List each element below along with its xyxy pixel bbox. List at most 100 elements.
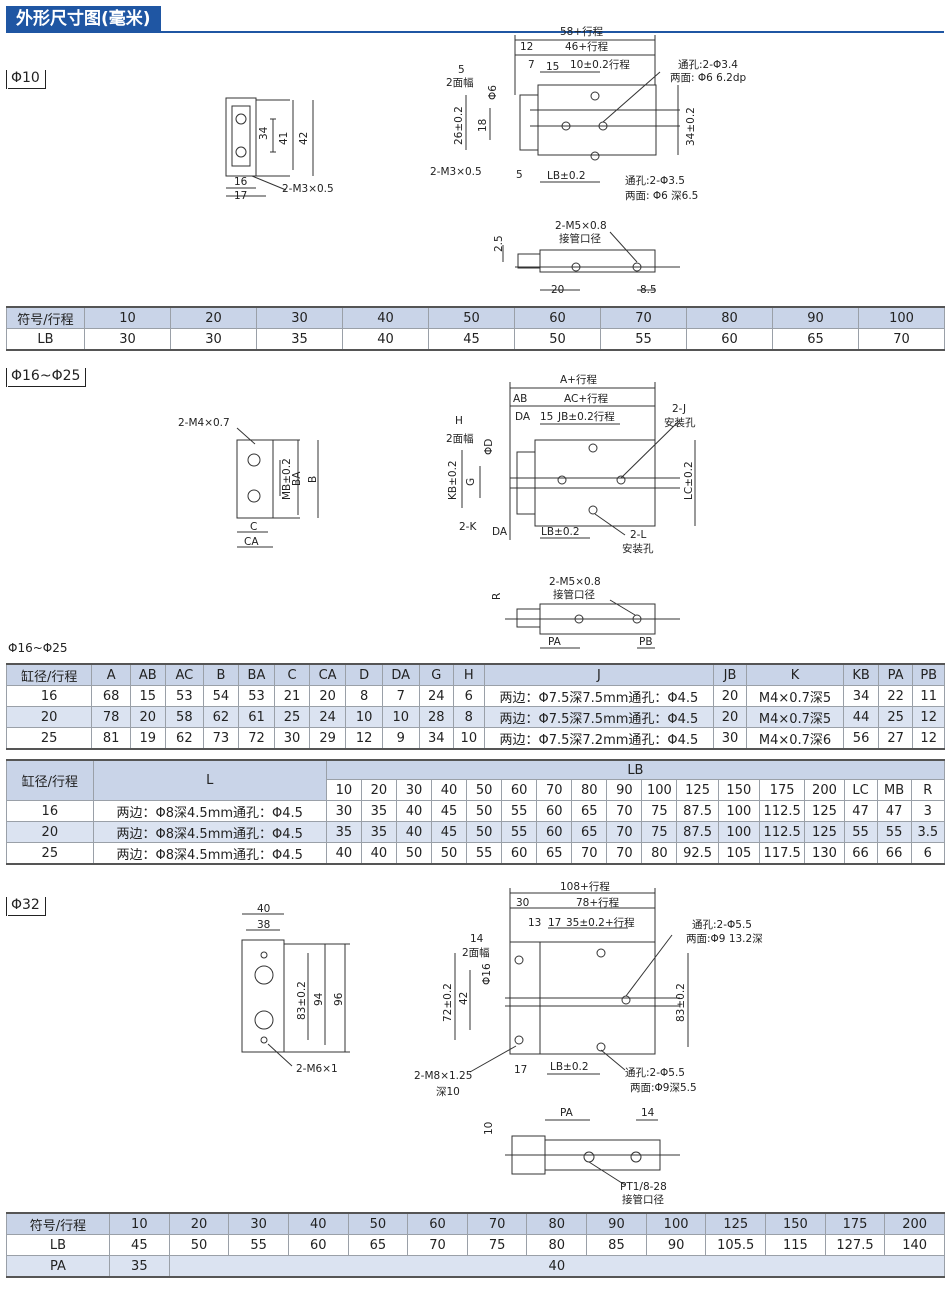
section-label-phi32: Φ32 [6, 897, 46, 916]
svg-text:接管口径: 接管口径 [559, 232, 601, 245]
svg-text:26±0.2: 26±0.2 [453, 106, 465, 145]
svg-text:BA: BA [291, 471, 303, 486]
svg-text:42: 42 [298, 132, 310, 145]
svg-text:H: H [455, 415, 463, 427]
svg-text:34: 34 [258, 126, 270, 140]
svg-text:2.5: 2.5 [493, 235, 505, 252]
svg-text:安装孔: 安装孔 [622, 542, 654, 555]
svg-text:深10: 深10 [436, 1086, 460, 1098]
svg-text:7: 7 [528, 59, 535, 71]
svg-text:14: 14 [470, 933, 484, 945]
svg-text:2-M5×0.8: 2-M5×0.8 [549, 576, 601, 588]
svg-text:2-K: 2-K [459, 521, 477, 533]
svg-text:AC+行程: AC+行程 [564, 392, 609, 405]
svg-text:16: 16 [234, 176, 248, 188]
svg-text:17: 17 [234, 190, 247, 202]
svg-text:两面:Φ9 13.2深: 两面:Φ9 13.2深 [686, 933, 763, 945]
svg-text:72±0.2: 72±0.2 [442, 983, 454, 1022]
title-underline [6, 31, 944, 33]
svg-text:Φ16: Φ16 [481, 963, 493, 985]
svg-text:10: 10 [483, 1122, 495, 1135]
svg-text:LB±0.2: LB±0.2 [541, 526, 580, 538]
svg-text:R: R [491, 593, 503, 600]
svg-text:LB±0.2: LB±0.2 [547, 170, 586, 182]
svg-text:2面幅: 2面幅 [446, 76, 474, 89]
svg-text:108+行程: 108+行程 [560, 880, 610, 893]
svg-text:两面: Φ6 深6.5: 两面: Φ6 深6.5 [625, 190, 698, 202]
svg-text:ΦD: ΦD [483, 439, 495, 455]
svg-text:LC±0.2: LC±0.2 [683, 461, 695, 500]
svg-text:两面: Φ6 6.2dp: 两面: Φ6 6.2dp [670, 72, 747, 84]
svg-text:A+行程: A+行程 [560, 373, 597, 386]
svg-text:PA: PA [560, 1107, 574, 1119]
svg-text:2-M5×0.8: 2-M5×0.8 [555, 220, 607, 232]
svg-text:安装孔: 安装孔 [664, 416, 696, 429]
svg-text:DA: DA [492, 526, 508, 538]
svg-text:CA: CA [244, 536, 259, 548]
svg-text:通孔:2-Φ3.5: 通孔:2-Φ3.5 [625, 174, 685, 187]
page-title: 外形尺寸图(毫米) [6, 6, 161, 32]
svg-text:78+行程: 78+行程 [576, 896, 620, 909]
svg-text:LB±0.2: LB±0.2 [550, 1061, 589, 1073]
svg-text:Φ6: Φ6 [487, 85, 499, 100]
svg-text:34±0.2: 34±0.2 [685, 107, 697, 146]
svg-text:接管口径: 接管口径 [553, 588, 595, 601]
svg-text:2-M3×0.5: 2-M3×0.5 [282, 183, 334, 195]
svg-text:PB: PB [639, 636, 653, 648]
svg-text:通孔:2-Φ3.4: 通孔:2-Φ3.4 [678, 58, 738, 71]
svg-text:42: 42 [458, 992, 470, 1005]
svg-text:DA: DA [515, 411, 531, 423]
svg-text:15: 15 [546, 61, 559, 73]
drawing-phi10: 34 41 42 16 17 2-M3×0.5 58+行程 12 46+行程 7 15 1… [225, 25, 747, 296]
svg-text:C: C [250, 521, 257, 533]
svg-text:接管口径: 接管口径 [622, 1193, 664, 1206]
svg-text:94: 94 [313, 992, 325, 1006]
svg-text:10±0.2行程: 10±0.2行程 [570, 58, 630, 71]
table-header-row: 缸径/行程 L LB [6, 759, 946, 801]
table-row: PA 35 40 [6, 1255, 946, 1278]
svg-text:41: 41 [278, 132, 290, 145]
svg-text:13: 13 [528, 917, 541, 929]
section-label-phi10: Φ10 [6, 70, 46, 89]
svg-text:B: B [307, 476, 319, 483]
svg-text:AB: AB [513, 393, 527, 405]
svg-text:2-M8×1.25: 2-M8×1.25 [414, 1070, 472, 1082]
svg-text:2-M4×0.7: 2-M4×0.7 [178, 417, 230, 429]
svg-text:46+行程: 46+行程 [565, 40, 609, 53]
svg-text:83±0.2: 83±0.2 [675, 983, 687, 1022]
svg-text:83±0.2: 83±0.2 [296, 981, 308, 1020]
svg-text:96: 96 [333, 992, 345, 1006]
svg-text:17: 17 [514, 1064, 527, 1076]
svg-text:2-L: 2-L [630, 529, 646, 541]
svg-text:40: 40 [257, 903, 270, 915]
svg-text:2-M6×1: 2-M6×1 [296, 1063, 338, 1075]
svg-text:MB±0.2: MB±0.2 [281, 458, 293, 500]
svg-text:58+行程: 58+行程 [560, 25, 604, 38]
svg-text:8.5: 8.5 [640, 284, 657, 296]
svg-text:38: 38 [257, 919, 270, 931]
svg-text:17: 17 [548, 917, 561, 929]
svg-text:15: 15 [540, 411, 553, 423]
svg-text:2面幅: 2面幅 [462, 946, 490, 959]
svg-text:通孔:2-Φ5.5: 通孔:2-Φ5.5 [692, 918, 752, 931]
svg-text:35±0.2+行程: 35±0.2+行程 [566, 916, 635, 929]
section-label-phi16-25: Φ16~Φ25 [5, 368, 87, 387]
svg-text:两面:Φ9深5.5: 两面:Φ9深5.5 [630, 1082, 697, 1094]
svg-text:12: 12 [520, 41, 533, 53]
svg-text:30: 30 [516, 897, 529, 909]
svg-text:2面幅: 2面幅 [446, 432, 474, 445]
svg-text:5: 5 [516, 169, 523, 181]
